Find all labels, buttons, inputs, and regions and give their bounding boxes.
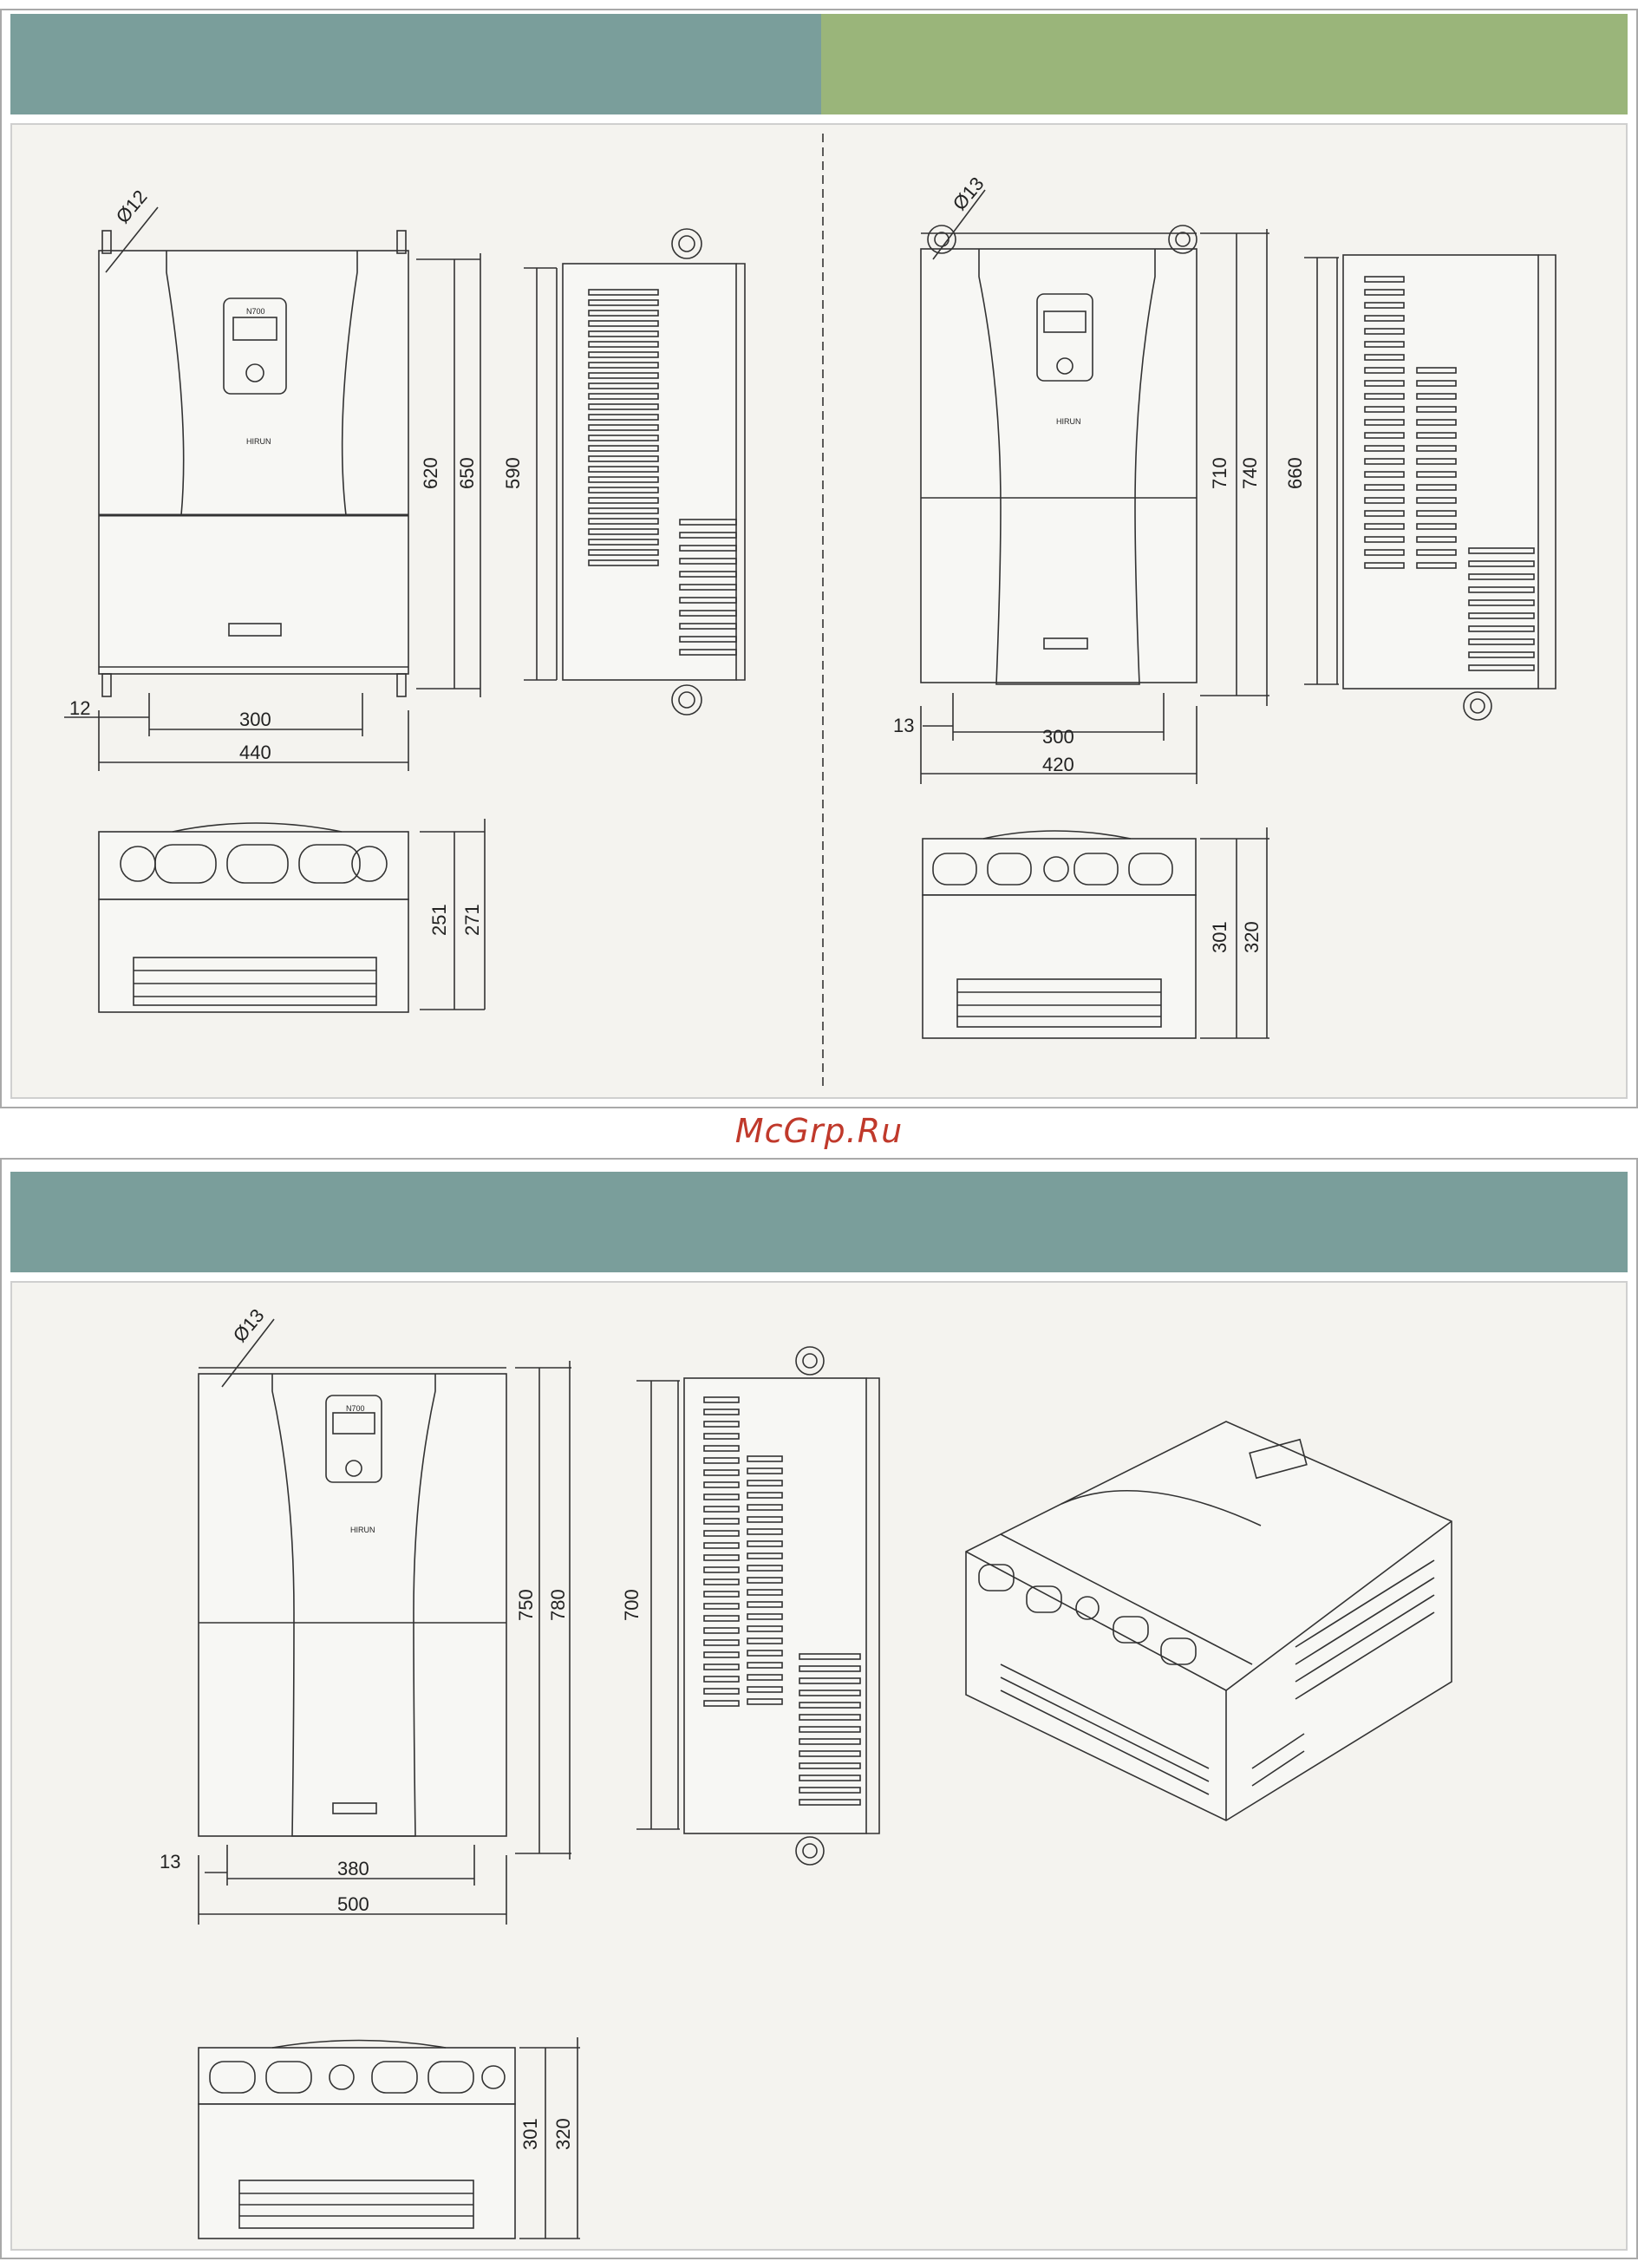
dim-h780: 780 [547,1589,569,1621]
dim-h620: 620 [420,457,441,489]
dim-h710: 710 [1209,457,1230,489]
dim-width-right: 420 [1042,754,1074,775]
brand-label-right: HIRUN [1056,417,1081,426]
dim-width-bottom: 500 [337,1893,369,1915]
dim-edge-right: 13 [893,715,914,736]
dim-h750: 750 [515,1589,537,1621]
keypad-model-label-bottom: N700 [346,1404,365,1413]
dim-d301: 301 [1209,921,1230,953]
dim-mount-bottom: 380 [337,1858,369,1879]
dim-d320-bottom: 320 [552,2118,574,2150]
drawing-bottom: Ø13 13 380 500 750 780 700 301 320 N700 … [12,1283,1626,2249]
drawing-top: Ø12 12 300 440 620 650 590 251 271 Ø13 1… [12,125,1626,1097]
brand-label-bottom: HIRUN [350,1526,375,1534]
header-band-bottom [10,1172,1628,1272]
dim-edge-bottom: 13 [160,1851,180,1873]
top-page: Ø12 12 300 440 620 650 590 251 271 Ø13 1… [0,9,1638,1108]
dim-h700: 700 [621,1589,643,1621]
keypad-model-label: N700 [246,307,265,316]
header-band-left [10,14,821,114]
dim-edge-left: 12 [69,697,90,719]
bottom-page: Ø13 13 380 500 750 780 700 301 320 N700 … [0,1158,1638,2259]
watermark: McGrp.Ru [0,1112,1638,1150]
drawing-panel-top: Ø12 12 300 440 620 650 590 251 271 Ø13 1… [10,123,1628,1099]
dim-mount-right: 300 [1042,726,1074,748]
dim-hole-bottom: Ø13 [229,1304,269,1346]
dim-d251: 251 [428,904,450,936]
drawing-panel-bottom: Ø13 13 380 500 750 780 700 301 320 N700 … [10,1281,1628,2251]
dim-width-left: 440 [239,742,271,763]
dim-d320: 320 [1241,921,1263,953]
dim-h660: 660 [1284,457,1306,489]
dim-d301-bottom: 301 [519,2118,541,2150]
header-band-right [821,14,1628,114]
dim-mount-left: 300 [239,709,271,730]
dim-h740: 740 [1239,457,1261,489]
dim-h650: 650 [456,457,478,489]
dim-d271: 271 [461,904,483,936]
dim-hole-right: Ø13 [949,173,989,214]
dim-hole-left: Ø12 [112,186,152,227]
brand-label: HIRUN [246,437,271,446]
dim-h590: 590 [502,457,524,489]
